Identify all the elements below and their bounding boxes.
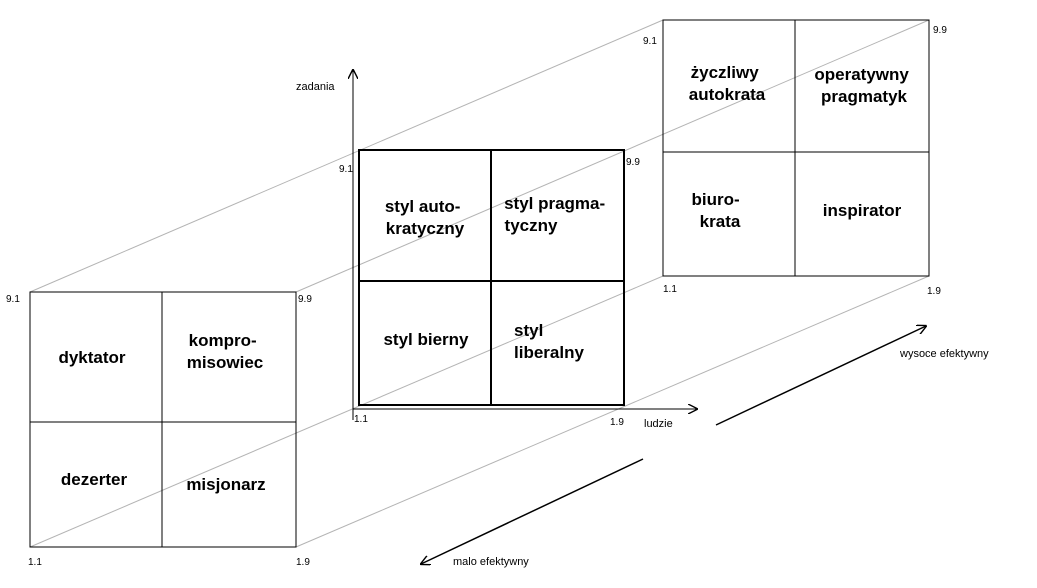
axis-vertical-label: zadania	[296, 81, 335, 93]
effectiveness-arrows: wysoce efektywny malo efektywny	[421, 326, 989, 568]
connector-bottom-left	[29, 275, 664, 548]
connector-top-left	[29, 19, 664, 293]
grid-right-cell-biurokrata: biuro- krata	[692, 190, 745, 231]
grid-right-cell-zyczliwy-autokrata: życzliwy autokrata	[689, 63, 766, 104]
grid-middle-cell-bierny: styl bierny	[383, 330, 469, 349]
arrow-low-effective-label: malo efektywny	[453, 556, 529, 568]
grid-left-cell-misjonarz: misjonarz	[186, 475, 265, 494]
grid-right: 9.1 9.9 1.1 1.9 życzliwy autokrata opera…	[643, 19, 947, 297]
grid-right-label-bottom-right: 1.9	[927, 286, 941, 297]
grid-left-label-bottom-right: 1.9	[296, 557, 310, 568]
grid-middle-cell-liberalny: styl liberalny	[514, 321, 584, 362]
arrow-highly-effective-label: wysoce efektywny	[899, 348, 989, 360]
perspective-lines	[29, 19, 930, 548]
grid-left-frame	[29, 291, 297, 548]
grid-right-cell-operatywny-pragmatyk: operatywny pragmatyk	[814, 65, 913, 106]
grid-right-label-bottom-left: 1.1	[663, 284, 677, 295]
connector-top-right	[295, 19, 930, 293]
grid-right-cell-inspirator: inspirator	[823, 201, 902, 220]
grid-middle-label-top-right: 9.9	[626, 157, 640, 168]
grid-left-cell-kompromisowiec: kompro- misowiec	[187, 331, 264, 372]
grid-right-label-top-left: 9.1	[643, 36, 657, 47]
grid-left-cell-dezerter: dezerter	[61, 470, 128, 489]
grid-left-label-top-left: 9.1	[6, 294, 20, 305]
grid-middle: zadania ludzie 9.1 9.9 1.1 1.9 styl auto…	[296, 70, 697, 430]
axis-horizontal-label: ludzie	[644, 418, 673, 430]
grid-left-label-top-right: 9.9	[298, 294, 312, 305]
connector-bottom-right	[295, 275, 930, 548]
grid-middle-label-bottom-left: 1.1	[354, 414, 368, 425]
arrow-highly-effective	[715, 326, 926, 426]
grid-right-label-top-right: 9.9	[933, 25, 947, 36]
grid-left-label-bottom-left: 1.1	[28, 557, 42, 568]
arrow-low-effective	[421, 458, 644, 564]
grid-left: 9.1 9.9 1.1 1.9 dyktator kompro- misowie…	[6, 291, 312, 568]
grid-middle-label-bottom-right: 1.9	[610, 417, 624, 428]
grid-middle-cell-autokratyczny: styl auto- kratyczny	[385, 197, 465, 238]
grid-middle-cell-pragmatyczny: styl pragma- tyczny	[504, 194, 610, 235]
grid-middle-label-top-left: 9.1	[339, 164, 353, 175]
grid-right-frame	[662, 19, 930, 277]
grid-left-cell-dyktator: dyktator	[58, 348, 125, 367]
